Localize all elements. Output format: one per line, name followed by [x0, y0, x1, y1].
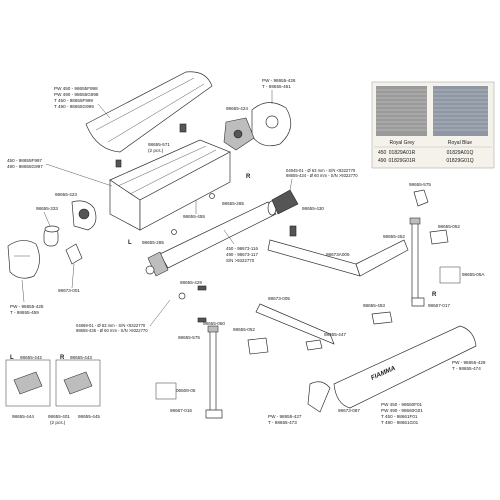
case-drawing: 450 - 98655F997 490 - 98655G997 98655-57…: [7, 123, 244, 246]
label-087: 98673-087: [338, 408, 360, 413]
label-116: 450 - 98673-116 490 - 98673-117 S/N >932…: [226, 246, 259, 263]
label-04945: 04945-01 - Ø 63 mm - S/N <9322770 98655-…: [286, 168, 358, 178]
label-052a: 98655-052: [438, 224, 460, 229]
label-005: 98673-005: [268, 296, 290, 301]
royal-grey-swatch: [376, 86, 427, 136]
fabric-row-size: 490: [378, 158, 387, 164]
label-575a: 98655-575: [409, 182, 431, 187]
label-pw426: PW - 98655-426 T - 98655-461: [262, 78, 297, 89]
label-285b: 98655-285: [142, 240, 164, 245]
label-016: 98667-016: [170, 408, 192, 413]
left-leg-drawing: 98655-050 04869-01 - Ø 63 mm - S/N <9322…: [76, 299, 269, 419]
label-429a: 98655-429: [180, 280, 202, 285]
side-label-L: L: [128, 240, 132, 246]
label-423: 98655-423: [55, 192, 77, 197]
left-mechanism-drawing: 98655-423 98655-333 98673-001 PW - 98655…: [7, 192, 97, 315]
case-codes: 450 - 98655F997 490 - 98655G997: [7, 158, 43, 169]
label-285a: 98655-285: [222, 201, 244, 206]
fabric-row-grey-code: 01829G01R: [389, 158, 416, 164]
front-profile-drawing: FIAMMA PW - 98655-429 T - 98655-474 PW -…: [268, 325, 487, 425]
label-401: 98655-401 (2 pcs.): [48, 414, 71, 425]
label-pw429: PW - 98655-429 T - 98655-474: [452, 360, 487, 371]
side-label-R: R: [246, 174, 251, 180]
roller-tube-drawing: 04945-01 - Ø 63 mm - S/N <9322770 98655-…: [145, 168, 358, 277]
side-label-L: L: [10, 355, 14, 361]
label-455: 98655-455: [183, 214, 205, 219]
top-cover-drawing: PW 450 - 98655F998 PW 490 - 98655G998 T …: [54, 71, 213, 153]
label-001: 98673-001: [58, 288, 80, 293]
label-452: 98655-452: [383, 234, 405, 239]
label-050: 98655-050: [203, 321, 225, 326]
arms-drawing: 98673A005 98673-005 98655-429: [178, 239, 409, 345]
top-cover-codes: PW 450 - 98655F998 PW 490 - 98655G998 T …: [54, 86, 100, 109]
label-04869: 04869-01 - Ø 63 mm - S/N <9322770 98655-…: [76, 323, 148, 333]
label-424: 98655-424: [226, 106, 248, 111]
right-endcap-drawing: PW - 98655-426 T - 98655-461 98655-424 R: [223, 78, 297, 180]
label-pw425: PW - 98655-425 T - 98655-459: [10, 304, 45, 315]
royal-blue-swatch: [433, 86, 488, 136]
fabric-row-blue-code: 01829G01Q: [446, 158, 473, 164]
fabric-row-size: 450: [378, 150, 387, 156]
label-444: 98655-444: [12, 414, 34, 419]
fabric-header-grey: Royal Grey: [389, 140, 415, 146]
fabric-row-blue-code: 01829A01Q: [447, 150, 474, 156]
fabric-table: Royal Grey Royal Blue 450 01829A01R 0182…: [371, 81, 495, 169]
label-447: 98655-447: [324, 332, 346, 337]
bracket-sets-drawing: L R 98655-442 98655-443 98655-444 98655-…: [5, 355, 100, 425]
label-017: 98667-017: [428, 303, 450, 308]
label-pw427: PW - 98655-427 T - 98655-473: [268, 414, 303, 425]
label-443: 98655-443: [70, 355, 92, 360]
side-label-R: R: [60, 355, 65, 361]
label-453: 98655-453: [363, 303, 385, 308]
label-pw-bottom: PW 450 - 98660F01 PW 490 - 98660G01 T 45…: [381, 402, 424, 425]
label-571: 98655-571 (2 pcs.): [148, 142, 171, 153]
label-445: 98655-445: [78, 414, 100, 419]
right-leg-drawing: 98655-575 98655-052 98655-452 450 490 98…: [305, 182, 485, 351]
fabric-header-blue: Royal Blue: [448, 140, 472, 146]
label-575b: 98655-575: [178, 335, 200, 340]
label-442: 98655-442: [20, 355, 42, 360]
label-4005: 98673A005: [326, 252, 350, 257]
label-430: 98655-430: [302, 206, 324, 211]
side-label-R: R: [432, 292, 437, 298]
label-052b: 98655-052: [233, 327, 255, 332]
label-333: 98655-333: [36, 206, 58, 211]
fabric-row-grey-code: 01829A01R: [389, 150, 416, 156]
